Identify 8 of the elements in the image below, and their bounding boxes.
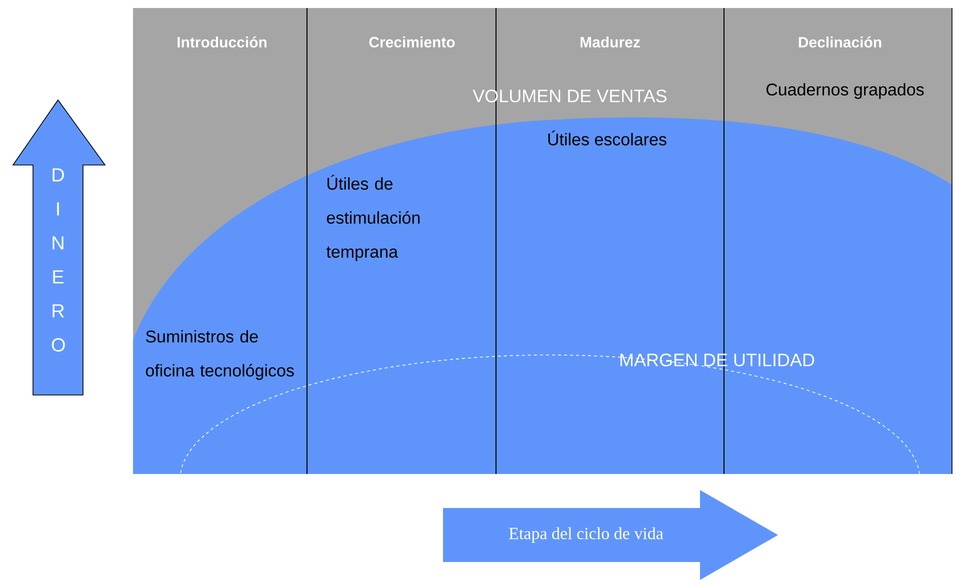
column-header: Madurez [580, 36, 640, 48]
product-label: Útiles escolares [548, 130, 666, 146]
product-label: Cuadernos grapados [766, 83, 924, 99]
column-header: Crecimiento [369, 36, 455, 48]
column-header: Introducción [178, 36, 266, 48]
product-label: Suministros de oficina tecnológicos [146, 330, 294, 380]
product-label: Útiles de estimulación temprana [326, 174, 420, 262]
column-header: Declinación [798, 36, 882, 48]
